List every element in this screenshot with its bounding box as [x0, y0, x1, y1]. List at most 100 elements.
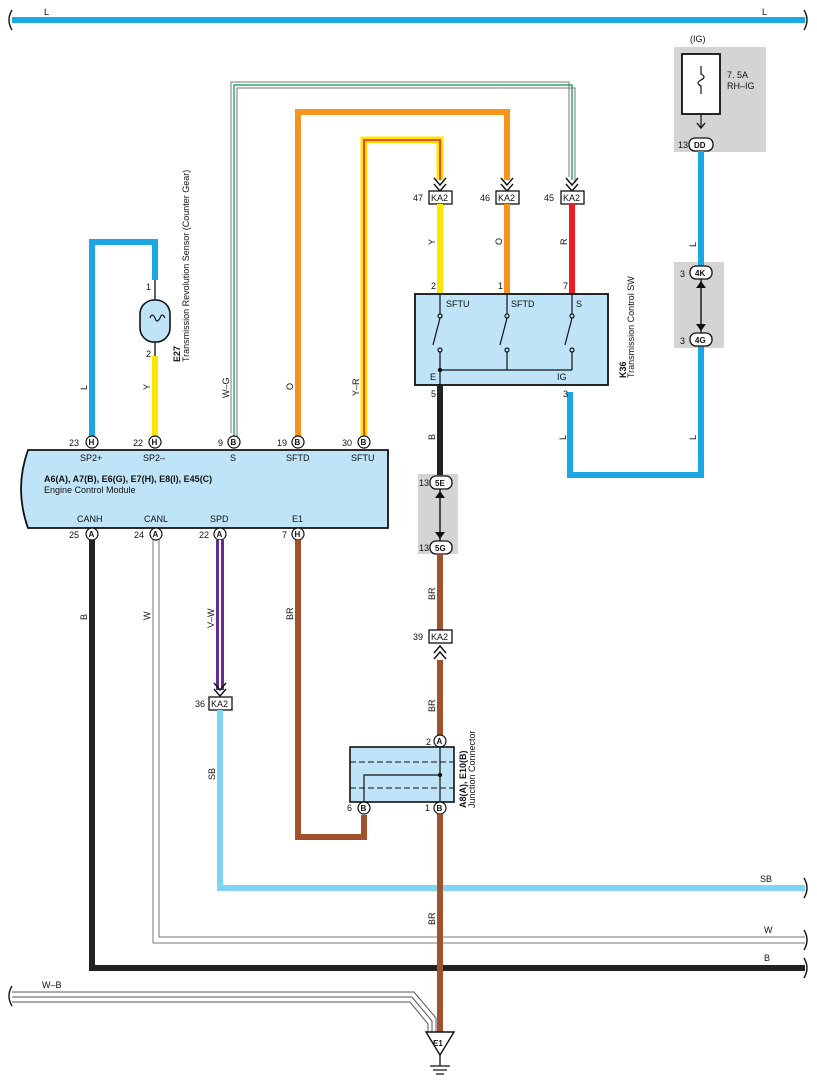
ecm-pin-25-conn: A — [89, 530, 95, 539]
j5-conn-e: 5E — [435, 479, 445, 488]
wire-label-canl: W — [142, 611, 152, 620]
ecm-pin-19-label: SFTD — [286, 453, 310, 463]
j4-pin-k: 3 — [680, 269, 685, 279]
k36-label-sftd: SFTD — [511, 299, 535, 309]
ecm-top-pins: 23 H SP2+ 22 H SP2– 9 B S 19 B SFTD 30 B… — [69, 435, 375, 463]
k36-transmission-control-sw: 2 1 7 SFTU SFTD S E IG 5 3 — [414, 276, 636, 399]
junction-pin-a: 2 — [426, 737, 431, 747]
wire-sftd — [295, 109, 510, 436]
wire-sb — [217, 710, 805, 891]
sensor-pin-1: 1 — [146, 282, 151, 292]
wire-label-right-w: W — [764, 925, 773, 935]
wire-label-ig-return: L — [688, 435, 698, 440]
ground-label: E1 — [433, 1039, 443, 1048]
ecm-pin-23-conn: H — [89, 438, 95, 447]
k36-name: Transmission Control SW — [626, 276, 636, 378]
j5-conn-g: 5G — [435, 544, 446, 553]
ecm-label-canh: CANH — [77, 514, 103, 524]
wire-label-sftu: Y–R — [351, 378, 361, 396]
k36-pin-sftd: 1 — [498, 281, 503, 291]
ecm-label-e1: E1 — [292, 514, 303, 524]
fuse-pin-number: 13 — [678, 140, 688, 150]
top-bus-label-right: L — [762, 7, 767, 17]
j4-conn-k: 4K — [695, 269, 705, 278]
ka2-connector-39: 39 KA2 — [413, 629, 453, 660]
coil-icon — [149, 314, 166, 322]
wire-sftu-y-r — [360, 136, 444, 436]
right-wire-ends: SB W B — [760, 874, 808, 979]
junction-5e-5g: 13 5E 13 5G — [419, 475, 453, 555]
junction-conn-a: A — [437, 737, 443, 746]
j4-conn-g: 4G — [695, 336, 706, 345]
sensor-code: E27 — [172, 346, 182, 362]
k36-label-sftu: SFTU — [446, 299, 470, 309]
ka2-pin-45: 45 — [544, 193, 554, 203]
wire-ig-l: L L L — [558, 151, 704, 478]
ka2-pin-47: 47 — [413, 193, 423, 203]
wire-label-sftd: O — [285, 383, 295, 390]
k36-pin-s: 7 — [563, 281, 568, 291]
ka2-label-36: KA2 — [211, 699, 228, 709]
wire-label-e1: BR — [285, 607, 295, 620]
ecm-pin-22-spd: 22 — [199, 530, 209, 540]
ecm-engine-control-module: A6(A), A7(B), E6(G), E7(H), E8(I), E45(C… — [20, 449, 389, 529]
junction-conn-b1: B — [437, 804, 443, 813]
k36-code: K36 — [618, 361, 628, 378]
ka2-label-39: KA2 — [431, 632, 448, 642]
wire-label-k36-ig: L — [558, 435, 568, 440]
junction-name: Junction Connector — [467, 730, 477, 808]
junction-4k-4g: 3 4K 3 4G — [680, 265, 713, 347]
top-bus-label-left: L — [44, 7, 49, 17]
fuse-name: RH–IG — [727, 81, 755, 91]
k36-label-ig: IG — [557, 372, 567, 382]
ka2-pin-39: 39 — [413, 632, 423, 642]
wire-label-ka2-y: Y — [427, 239, 437, 245]
ecm-pin-19-conn: B — [295, 438, 301, 447]
ecm-pin-30-conn: B — [361, 438, 367, 447]
ecm-pin-9: 9 — [218, 438, 223, 448]
ecm-pin-9-label: S — [230, 453, 236, 463]
k36-pin-ig: 3 — [563, 389, 568, 399]
ecm-pin-22-label: SP2– — [143, 453, 165, 463]
junction-connector-a8-e10: 2 A 6 B 1 B A8(A), E10(B) Junction Conne… — [347, 730, 477, 815]
top-l-bus: L L — [8, 7, 808, 31]
j5-pin-g: 13 — [419, 543, 429, 553]
ecm-pin-22: 22 — [133, 438, 143, 448]
wire-label-sp2-minus: Y — [142, 384, 152, 390]
e27-sensor: 1 2 E27 Transmission Revolution Sensor (… — [139, 170, 191, 362]
wire-label-spd: V–W — [206, 608, 216, 628]
wire-label-sp2-plus: L — [79, 385, 89, 390]
ecm-pin-19: 19 — [277, 438, 287, 448]
junction-pin-b6: 6 — [347, 803, 352, 813]
ecm-pin-24: 24 — [134, 530, 144, 540]
ecm-pin-22-conn: H — [152, 438, 158, 447]
fuse-connector-code: DD — [694, 141, 706, 150]
wire-label-canh: B — [79, 614, 89, 620]
ecm-subtitle: Engine Control Module — [44, 485, 136, 495]
ka2-connectors-top: 47 KA2 46 KA2 45 KA2 — [413, 177, 585, 205]
ecm-pin-7-conn: H — [295, 530, 301, 539]
ecm-pin-30-label: SFTU — [351, 453, 375, 463]
ecm-label-canl: CANL — [144, 514, 168, 524]
ecm-pin-22-spd-conn: A — [217, 530, 223, 539]
ecm-pin-24-conn: A — [153, 530, 159, 539]
wire-w-b: W–B — [8, 980, 437, 1032]
ka2-label-45: KA2 — [563, 193, 580, 203]
wire-canh — [89, 540, 805, 971]
ground-icon — [430, 1065, 450, 1075]
wire-label-w-b: W–B — [42, 980, 62, 990]
wire-label-right-b: B — [764, 953, 770, 963]
ka2-pin-36: 36 — [195, 699, 205, 709]
fuse-rating: 7. 5A — [727, 70, 748, 80]
ecm-label-spd: SPD — [210, 514, 229, 524]
wire-label-br-ground: BR — [427, 912, 437, 925]
ecm-pin-30: 30 — [342, 438, 352, 448]
ecm-pin-23-label: SP2+ — [80, 453, 102, 463]
wire-label-ka2-o: O — [494, 238, 504, 245]
wire-e1-br — [295, 540, 367, 840]
wire-label-k36-e: B — [427, 434, 437, 440]
j4-pin-g: 3 — [680, 336, 685, 346]
wire-label-br-ka2: BR — [427, 699, 437, 712]
junction-conn-b6: B — [361, 804, 367, 813]
